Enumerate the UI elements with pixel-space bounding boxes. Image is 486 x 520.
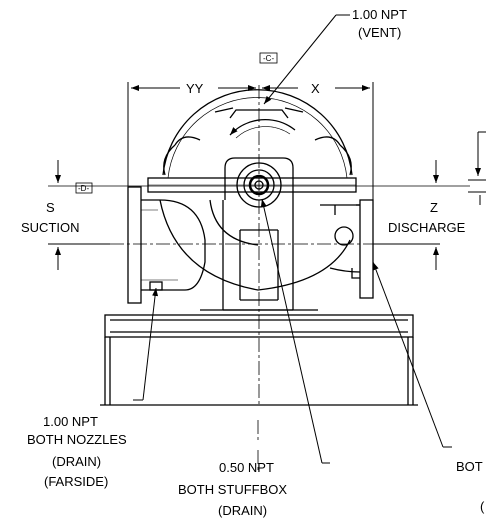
pump-casing <box>159 89 353 291</box>
datum-d-box <box>75 182 93 194</box>
vent-size-label: 1.00 NPT <box>352 7 407 22</box>
dim-s-label: S <box>46 200 55 215</box>
datum-c-box <box>259 52 278 64</box>
stuffbox-drain-scope: BOTH STUFFBOX <box>178 482 287 497</box>
dim-z-label: Z <box>430 200 438 215</box>
dim-right-fragment <box>468 131 486 205</box>
nozzle-drain-scope: BOTH NOZZLES <box>27 432 127 447</box>
discharge-label: DISCHARGE <box>388 220 466 235</box>
dim-x-label: X <box>311 81 320 96</box>
stuffbox-drain-type: (DRAIN) <box>218 503 267 518</box>
dim-top <box>127 82 374 200</box>
leaders <box>133 14 452 464</box>
datum-d-label: -D- <box>78 184 89 193</box>
dim-z <box>373 160 440 270</box>
stuffbox-drain-size: 0.50 NPT <box>219 460 274 475</box>
datum-c-label: -C- <box>263 54 274 63</box>
suction-label: SUCTION <box>21 220 80 235</box>
cut-right-label: BOT <box>456 459 483 474</box>
dim-yy-label: YY <box>186 81 204 96</box>
suction-nozzle <box>127 186 206 304</box>
center-lines <box>48 85 470 470</box>
nozzle-drain-size: 1.00 NPT <box>43 414 98 429</box>
nozzle-drain-side: (FARSIDE) <box>44 474 108 489</box>
cut-right-paren: ( <box>480 499 485 514</box>
dim-s <box>48 160 110 270</box>
vent-type-label: (VENT) <box>358 25 401 40</box>
nozzle-drain-type: (DRAIN) <box>52 454 101 469</box>
discharge-nozzle <box>320 199 374 299</box>
